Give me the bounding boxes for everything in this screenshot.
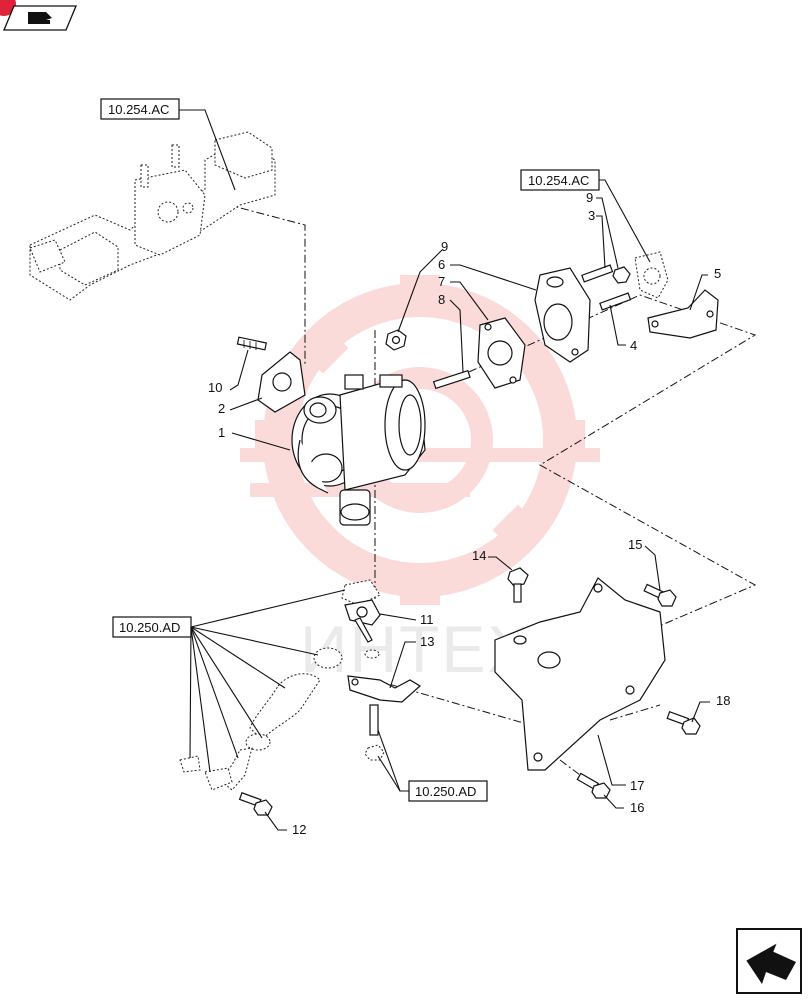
oil-return-hose (179, 647, 343, 791)
hex-bolt-hose (238, 792, 273, 816)
callout-8: 8 (438, 292, 445, 307)
support-bracket (647, 289, 719, 339)
callout-1: 1 (218, 425, 225, 440)
callout-11: 11 (420, 612, 434, 627)
section-book-icon[interactable] (0, 0, 77, 31)
ref-box-top-label: 10.254.AC (108, 102, 169, 117)
callout-5: 5 (714, 266, 721, 281)
exhaust-elbow (534, 267, 591, 363)
hex-nut (385, 329, 407, 351)
callout-3: 3 (588, 208, 595, 223)
hex-bolt-shield-bottom (576, 772, 611, 799)
hex-nut-right (612, 266, 631, 284)
gasket-outlet (477, 317, 526, 389)
ref-left-leaders (189, 589, 346, 773)
long-stud (432, 369, 471, 390)
upper-stud (581, 264, 614, 283)
callout-7: 7 (438, 274, 445, 289)
oil-drain-flange (344, 599, 381, 643)
callout-15: 15 (628, 537, 642, 552)
callout-leaders (229, 197, 710, 831)
watermark (240, 275, 600, 605)
ref-right-leader (599, 179, 651, 263)
callout-13: 13 (420, 634, 434, 649)
gasket-turbo-inlet (257, 351, 306, 413)
callout-17: 17 (630, 778, 644, 793)
turbocharger (291, 374, 426, 526)
callout-6: 6 (438, 257, 445, 272)
callout-2: 2 (218, 401, 225, 416)
callout-numbers: 1 2 3 4 5 6 7 8 9 9 10 11 12 13 14 15 16… (208, 190, 730, 837)
callout-9-right: 9 (586, 190, 593, 205)
hex-bolt-shield-right (643, 583, 677, 607)
pipe-bracket (347, 675, 422, 703)
ref-top-leader (179, 109, 236, 191)
callout-14: 14 (472, 548, 486, 563)
ref-box-bottom-label: 10.250.AD (415, 784, 476, 799)
next-page-arrow-icon[interactable] (736, 928, 802, 994)
callout-4: 4 (630, 338, 637, 353)
ref-box-left-label: 10.250.AD (119, 620, 180, 635)
hex-bolt-top-shield (507, 567, 529, 603)
hex-nut-bracket (364, 744, 385, 761)
callout-12: 12 (292, 822, 306, 837)
ref-box-right-label: 10.254.AC (528, 173, 589, 188)
ref-box-right[interactable]: 10.254.AC (520, 169, 600, 191)
ref-bottom-leaders (377, 729, 409, 792)
callout-16: 16 (630, 800, 644, 815)
watermark-text: ИНТЕХ (300, 612, 533, 686)
stud-bolt (236, 336, 268, 351)
callout-10: 10 (208, 380, 222, 395)
watermark-gear-icon (240, 275, 600, 605)
ref-box-top[interactable]: 10.254.AC (100, 98, 180, 120)
flange-gasket-ref (634, 251, 669, 299)
small-washer (364, 649, 380, 659)
callout-18: 18 (716, 693, 730, 708)
gasket-oil-drain (341, 579, 381, 606)
heat-shield (494, 577, 666, 771)
stud-bracket (369, 704, 379, 736)
exhaust-manifold-reference (29, 131, 276, 301)
ref-box-bottom[interactable]: 10.250.AD (408, 780, 488, 802)
lower-stud (599, 292, 632, 311)
callout-9-left: 9 (441, 239, 448, 254)
ref-box-left[interactable]: 10.250.AD (112, 616, 192, 638)
